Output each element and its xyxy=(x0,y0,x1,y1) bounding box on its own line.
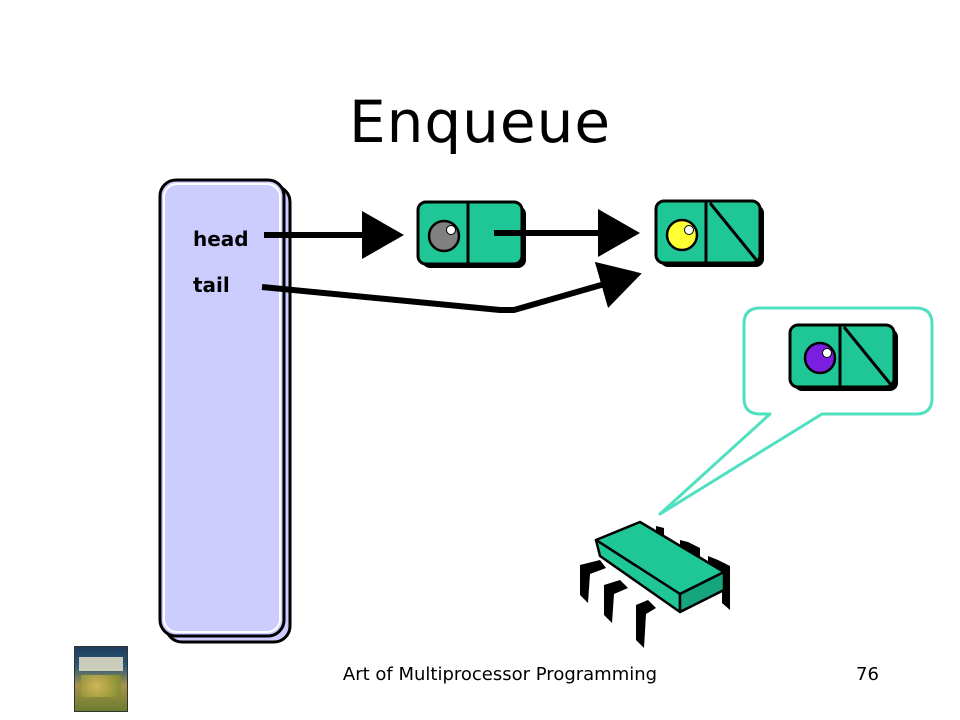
last-node-value xyxy=(665,218,699,252)
sentinel-node xyxy=(416,200,526,268)
slide-title: Enqueue xyxy=(348,88,612,156)
book-cover-icon xyxy=(74,646,128,712)
thread-bug-icon xyxy=(580,520,730,648)
head-field-label: head xyxy=(193,227,249,251)
tail-pointer-arrow xyxy=(261,261,642,313)
tail-field-label: tail xyxy=(193,273,230,297)
new-node-value xyxy=(803,341,837,375)
new-node xyxy=(788,323,898,391)
queue-object xyxy=(158,178,292,644)
footer-title: Art of Multiprocessor Programming xyxy=(342,664,658,685)
page-number: 76 xyxy=(856,664,879,685)
last-node xyxy=(654,199,764,267)
sentinel-value xyxy=(427,219,461,253)
